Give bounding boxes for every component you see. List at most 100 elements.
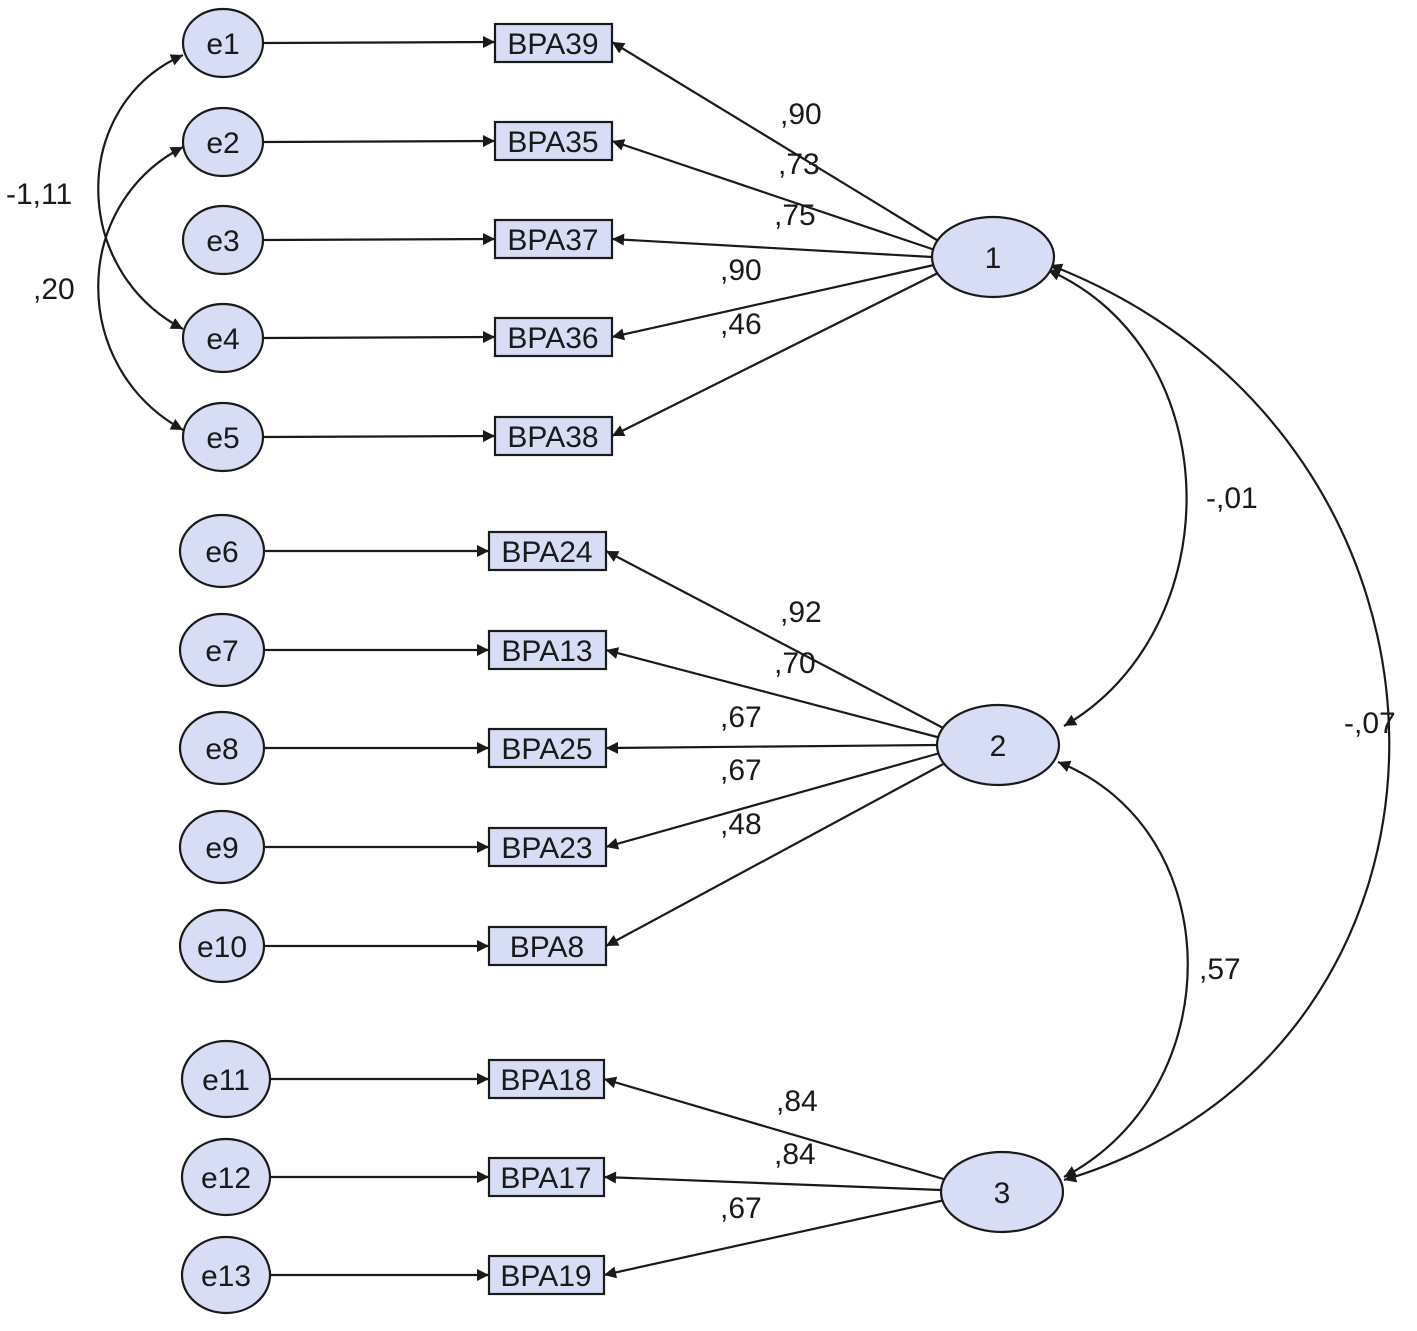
indicator-box: BPA37 [493,218,614,260]
error-node: e6 [178,513,266,589]
indicator-label: BPA24 [501,536,592,569]
loading-value: ,92 [780,596,822,629]
error-label: e7 [205,635,238,668]
indicator-label: BPA8 [510,931,585,964]
error-node: e4 [181,302,265,374]
indicator-label: BPA36 [507,322,598,355]
covariance-arc-f2-f3 [1057,760,1189,1178]
loading-value: ,67 [720,701,762,734]
loading-path [605,761,948,947]
error-node: e3 [181,204,265,276]
loading-path [605,550,948,731]
indicator-label: BPA25 [501,733,592,766]
error-path [262,331,496,344]
loading-path [611,271,941,437]
loading-value: ,67 [720,1192,762,1225]
error-node: e9 [178,809,266,885]
loading-value: ,84 [776,1085,818,1118]
loading-value: ,90 [780,98,822,131]
loading-path [611,233,933,259]
factor-label: 3 [994,1177,1011,1210]
error-label: e10 [197,931,247,964]
error-node: e7 [178,612,266,688]
factor-label: 1 [985,242,1002,275]
indicator-box: BPA19 [487,1254,606,1296]
loading-path [605,647,942,740]
loading-value: ,46 [720,308,762,341]
covariance-value-f2-f3: ,57 [1199,953,1241,986]
error-node: e11 [180,1039,272,1119]
indicator-label: BPA17 [500,1162,591,1195]
indicator-box: BPA35 [493,120,614,162]
error-node: e12 [180,1137,272,1217]
error-path [262,430,496,443]
error-label: e12 [201,1162,251,1195]
indicator-label: BPA18 [500,1064,591,1097]
indicator-label: BPA13 [501,635,592,668]
covariance-arc-e2-e5 [97,146,184,431]
covariance-value-e1-e4: -1,11 [6,178,72,211]
error-label: e2 [206,127,239,160]
indicator-box: BPA39 [493,22,614,64]
loading-path [603,1076,948,1182]
loading-path [611,263,935,341]
loading-value: ,70 [774,647,816,680]
indicator-label: BPA23 [501,832,592,865]
error-node: e5 [181,401,265,473]
loading-path [605,741,939,754]
factor-node: 2 [935,703,1061,787]
factor-covariance-arcs [1047,263,1391,1183]
loading-value: ,67 [720,754,762,787]
factor-node: 3 [939,1150,1065,1234]
loading-value: ,75 [774,199,816,232]
error-label: e9 [205,832,238,865]
error-label: e5 [206,422,239,455]
indicator-label: BPA39 [507,28,598,61]
indicator-box: BPA25 [487,727,608,769]
error-node: e13 [180,1235,272,1315]
factor-label: 2 [990,730,1007,763]
loading-path [611,139,936,252]
loading-path [603,1171,942,1192]
covariance-value-f1-f2: -,01 [1206,482,1258,515]
indicator-label: BPA37 [507,224,598,257]
factor-nodes: 1 2 3 [930,215,1065,1234]
loading-paths [603,41,948,1279]
error-covariance-arcs [97,53,184,431]
loading-value: ,73 [778,148,820,181]
error-label: e4 [206,323,239,356]
loading-path [605,751,941,850]
indicator-box: BPA38 [493,415,614,457]
error-path [262,36,496,49]
error-label: e13 [201,1260,251,1293]
error-node: e10 [178,908,266,984]
covariance-arc-e1-e4 [97,53,184,330]
error-label: e8 [205,733,238,766]
error-paths [262,36,496,1281]
error-label: e11 [202,1064,250,1097]
error-node: e8 [178,710,266,786]
indicator-box: BPA13 [487,629,608,671]
error-label: e6 [205,536,238,569]
factor-node: 1 [930,215,1056,299]
error-label: e1 [206,28,239,61]
covariance-arc-f1-f2 [1047,268,1188,727]
indicator-box: BPA23 [487,826,608,868]
covariance-value-e2-e5: ,20 [33,273,75,306]
indicator-label: BPA35 [507,126,598,159]
error-path [262,135,496,148]
indicator-label: BPA19 [500,1260,591,1293]
error-label: e3 [206,225,239,258]
covariance-labels: -1,11 ,20 -,01 ,57 -,07 [6,178,1396,986]
loading-value: ,48 [720,808,762,841]
error-node: e2 [181,106,265,178]
indicator-box: BPA8 [487,925,608,967]
error-path [262,233,496,246]
loading-path [603,1198,946,1279]
indicator-nodes: BPA39 BPA35 BPA37 BPA36 BPA38 BPA24 BPA1… [487,22,614,1296]
error-node: e1 [181,7,265,79]
indicator-box: BPA18 [487,1058,606,1100]
covariance-value-f1-f3: -,07 [1344,707,1396,740]
